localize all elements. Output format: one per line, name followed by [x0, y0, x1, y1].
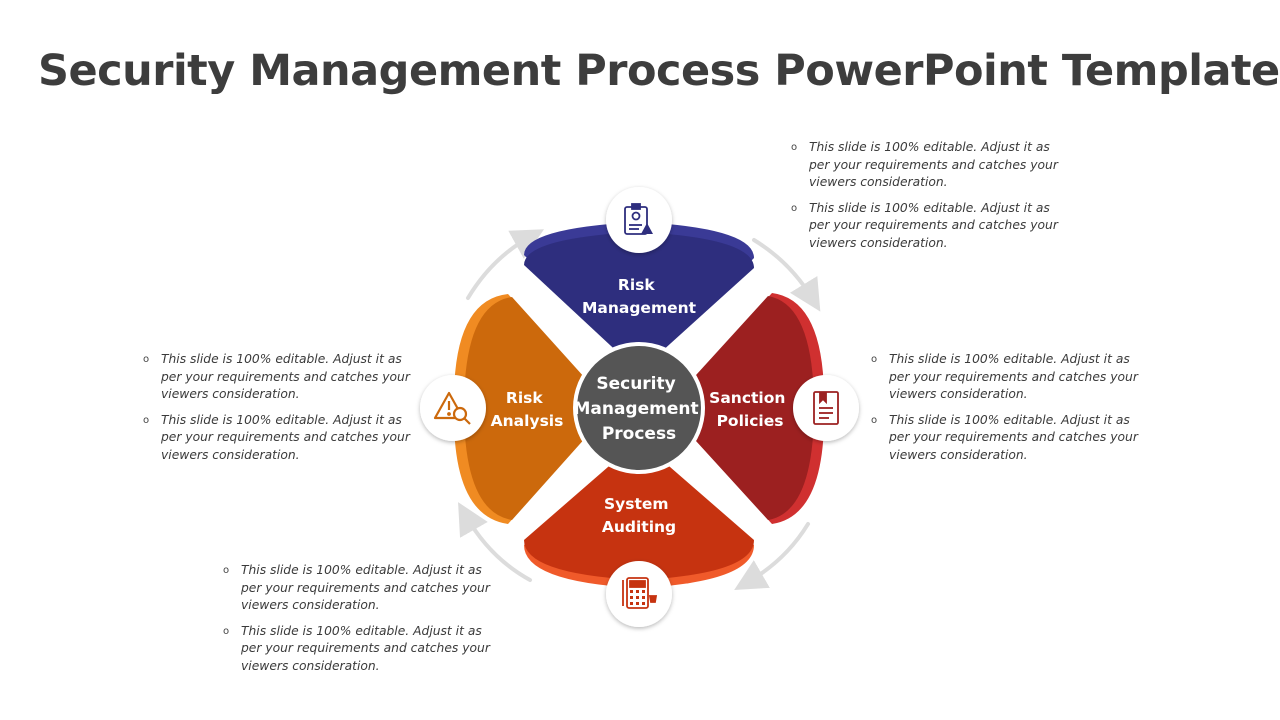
- cycle-arrows: [458, 229, 821, 591]
- badge-sanction-policies: [793, 375, 859, 441]
- segment-sanction-policies-fill: [666, 296, 814, 520]
- segment-risk-analysis-fill: [464, 297, 612, 520]
- label-sanction-policies: Sanction Policies: [709, 389, 791, 430]
- segment-risk-management: [524, 222, 754, 372]
- arrow-bottom-right: [734, 522, 810, 591]
- segment-risk-management-fill: [524, 232, 754, 372]
- arrow-top-left: [466, 229, 545, 300]
- document-icon: [813, 391, 839, 425]
- badge-risk-management: [606, 187, 672, 253]
- label-system-auditing: System Auditing: [602, 495, 676, 536]
- segment-system-auditing-fill: [524, 440, 754, 580]
- center-circle: [577, 346, 701, 470]
- label-risk-management: Risk Management: [582, 276, 697, 317]
- segment-system-auditing: [524, 440, 754, 588]
- segment-sanction-policies: [666, 293, 825, 524]
- badge-system-auditing: [606, 561, 672, 627]
- center-label: Security Management Process: [573, 374, 704, 444]
- badge-risk-analysis: [420, 375, 486, 441]
- page-title: Security Management Process PowerPoint T…: [38, 46, 1280, 96]
- warning-magnifier-icon: [433, 391, 471, 425]
- segment-risk-analysis: [453, 294, 612, 524]
- calculator-pen-icon: [622, 577, 658, 609]
- clipboard-gear-alert-icon: [624, 203, 653, 235]
- arrow-top-right: [752, 238, 821, 312]
- label-risk-analysis: Risk Analysis: [491, 389, 564, 430]
- arrow-bottom-left: [458, 502, 532, 582]
